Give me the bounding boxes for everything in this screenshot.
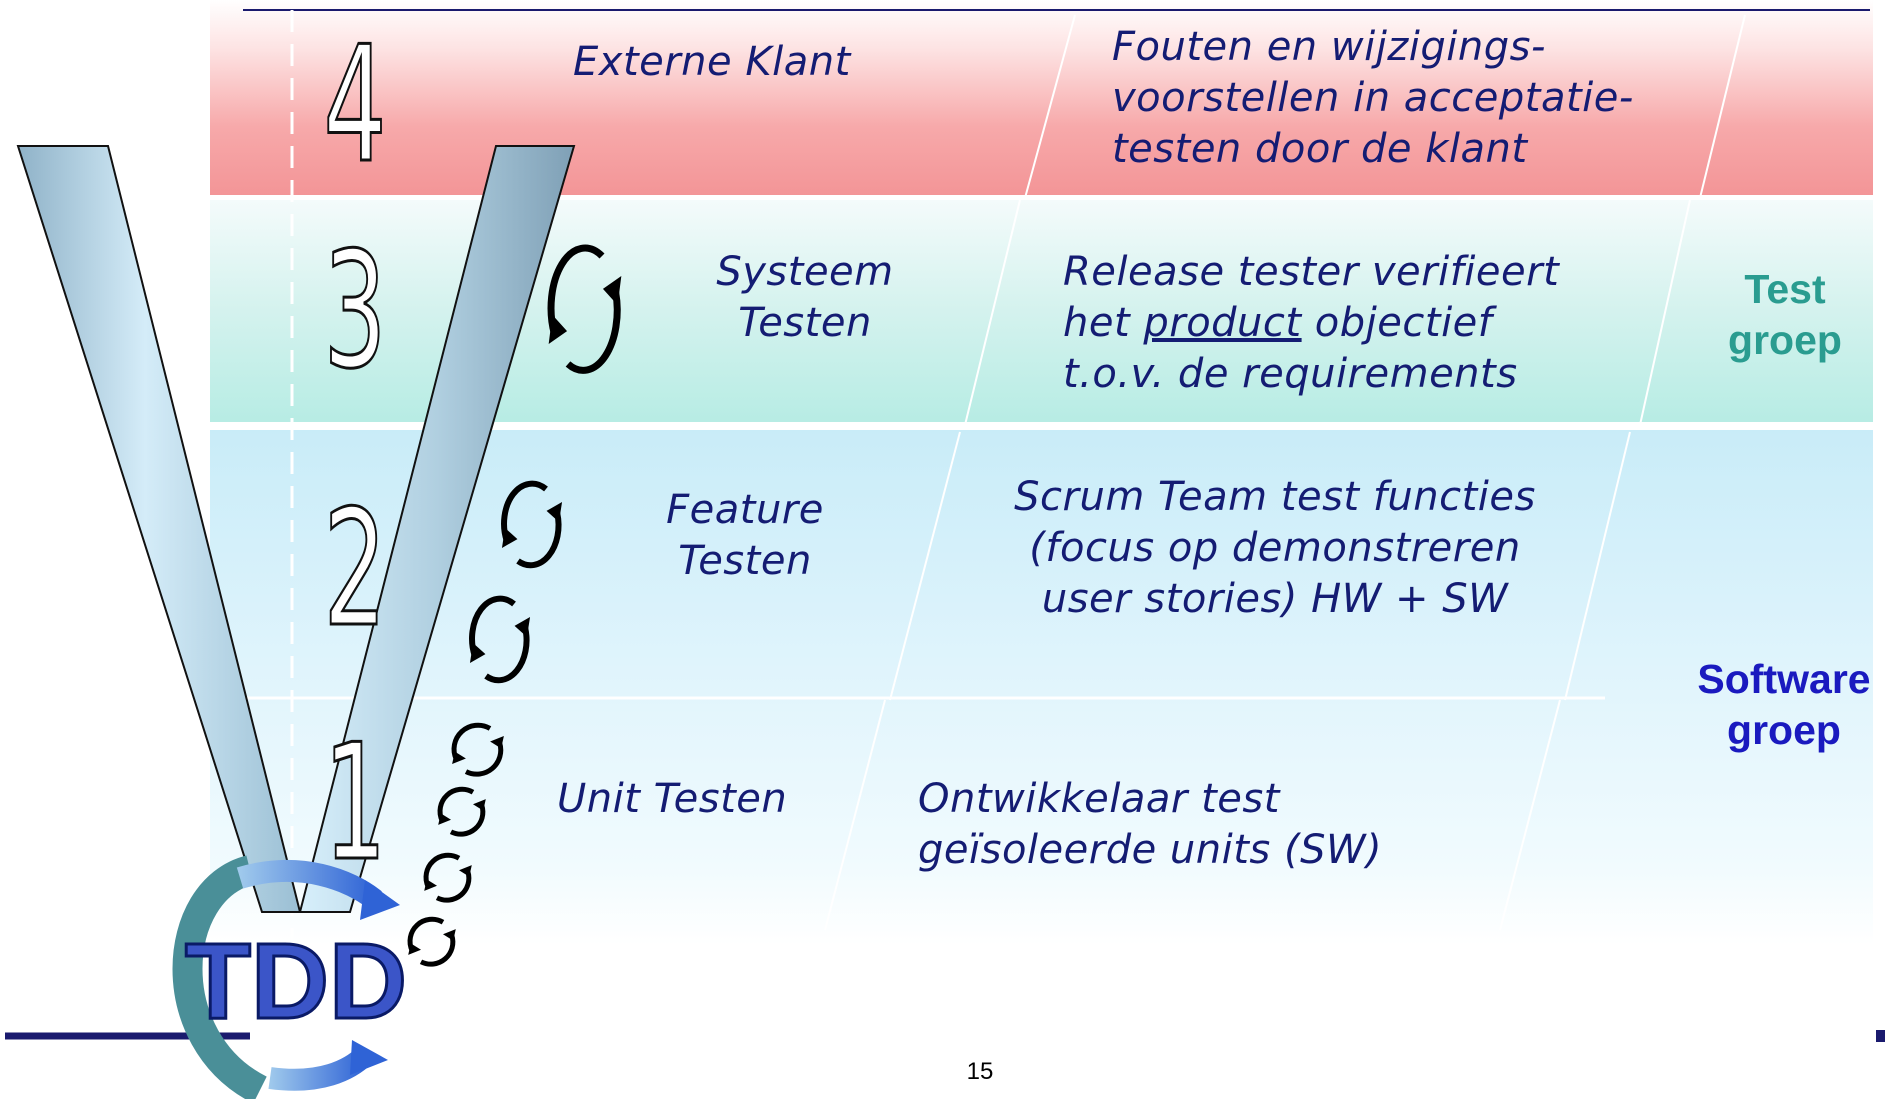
cycle-arrow-icon	[547, 244, 622, 374]
test-group-label: Test groep	[1728, 266, 1842, 363]
column-dividers	[824, 14, 1746, 931]
cycle-arrow-icon	[407, 916, 456, 967]
level-3-desc-part-1: Release tester verifieert het	[1063, 249, 1560, 346]
level-1-name: Unit Testen	[557, 776, 788, 822]
v-right-arm	[298, 145, 576, 913]
level-2-name: Feature Testen	[666, 487, 824, 584]
tdd-logo-text: TDD	[185, 920, 407, 1041]
software-group-label: Software groep	[1697, 656, 1871, 753]
level-1-2-band	[210, 430, 1873, 945]
level-4-band	[210, 0, 1873, 195]
level-4-name: Externe Klant	[573, 39, 851, 85]
v-left-arm	[16, 145, 302, 913]
cycle-arrow-icon	[423, 852, 472, 903]
level-2-description: Scrum Team test functies (focus op demon…	[1014, 474, 1536, 622]
tdd-logo-arrow-icon	[172, 855, 268, 1099]
page-number: 15	[966, 1058, 994, 1085]
level-2-number: 2	[323, 476, 386, 662]
level-1-number: 1	[323, 710, 386, 896]
level-4-description: Fouten en wijzigings- voorstellen in acc…	[1112, 24, 1634, 172]
level-4-number: 4	[323, 12, 386, 198]
cycle-arrow-icons	[407, 244, 622, 967]
cycle-arrow-icon	[501, 480, 563, 569]
cycle-arrow-icon	[437, 786, 486, 837]
level-3-number: 3	[323, 218, 386, 404]
level-3-description: Release tester verifieert het product ob…	[1063, 247, 1559, 400]
cycle-arrow-icon	[469, 595, 531, 684]
tdd-logo: TDD	[172, 855, 408, 1099]
level-3-desc-underlined: product	[1143, 300, 1302, 346]
level-3-desc-part-3: objectief t.o.v. de requirements	[1063, 300, 1518, 397]
level-1-description: Ontwikkelaar test geïsoleerde units (SW)	[918, 776, 1383, 873]
level-3-name: Systeem Testen	[716, 249, 894, 346]
cycle-arrow-icon	[451, 722, 504, 777]
level-numbers: 4 3 2 1	[322, 11, 387, 898]
